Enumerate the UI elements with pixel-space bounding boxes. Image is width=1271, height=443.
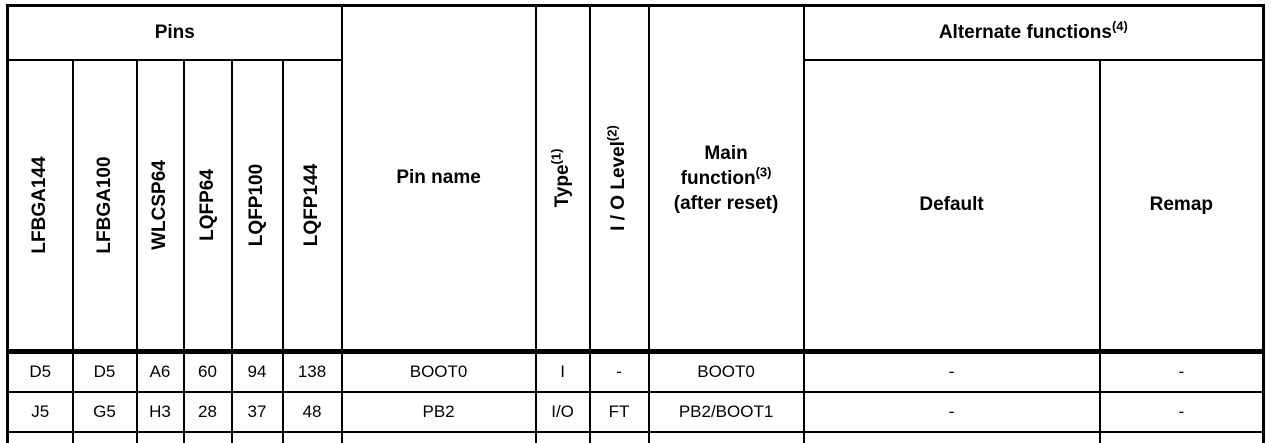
- header-row-columns: LFBGA144 LFBGA100 WLCSP64 LQFP64 LQFP100: [6, 58, 1265, 353]
- column-header-lqfp144: LQFP144: [281, 58, 343, 353]
- lqfp144-label: LQFP144: [301, 163, 323, 247]
- cell-lfbga100: D5: [71, 349, 138, 393]
- io-level-label: I / O Level: [608, 141, 630, 231]
- pin-definition-table-container: Pins Pin name Type(1) I / O Level(2): [6, 4, 1265, 443]
- lqfp100-label: LQFP100: [246, 163, 267, 247]
- cell-wlcsp64: A6: [135, 349, 185, 393]
- cell-io-level: FT: [588, 390, 650, 433]
- cell-lqfp64: 60: [182, 349, 233, 393]
- cell-lqfp144: 138: [281, 349, 343, 393]
- column-header-remap: Remap: [1098, 58, 1265, 353]
- table-body: D5 D5 A6 60 94 138 BOOT0 I - BOOT0 - - J…: [6, 349, 1265, 443]
- alternate-functions-label: Alternate functions: [938, 21, 1112, 43]
- column-header-default: Default: [802, 58, 1101, 353]
- io-level-header-rotated: I / O Level(2): [591, 7, 648, 349]
- cell-pin-name: PB2: [340, 390, 537, 433]
- column-header-lqfp64: LQFP64: [182, 58, 233, 353]
- io-level-column-header: I / O Level(2): [588, 4, 650, 353]
- cell-main-function: PB2/BOOT1: [647, 390, 805, 433]
- cell-lqfp144: 48: [281, 390, 343, 433]
- cell-lqfp100: 37: [230, 390, 284, 433]
- table-row-partial: [6, 430, 1265, 443]
- pins-group-header: Pins: [6, 4, 343, 61]
- alternate-functions-group-header: Alternate functions(4): [802, 4, 1265, 61]
- type-column-header: Type(1): [534, 4, 591, 353]
- cell-pin-name: BOOT0: [340, 349, 537, 393]
- cell-lfbga144: D5: [6, 349, 74, 393]
- table-row-pb2: J5 G5 H3 28 37 48 PB2 I/O FT PB2/BOOT1 -…: [6, 390, 1265, 433]
- cell-remap: -: [1098, 349, 1265, 393]
- header-row-groups: Pins Pin name Type(1) I / O Level(2): [6, 4, 1265, 353]
- pin-name-label: Pin name: [396, 167, 481, 188]
- main-function-line1: Main: [704, 142, 748, 164]
- default-label: Default: [919, 193, 984, 215]
- cell-lqfp100: 94: [230, 349, 284, 393]
- main-function-line3: (after reset): [673, 192, 779, 214]
- lfbga144-label: LFBGA144: [29, 156, 51, 254]
- cell-lfbga100: G5: [71, 390, 138, 433]
- column-header-lfbga144: LFBGA144: [6, 58, 74, 353]
- main-function-footnote-sup: (3): [755, 164, 772, 180]
- column-header-lfbga100: LFBGA100: [71, 58, 138, 353]
- type-label: Type: [551, 164, 573, 208]
- remap-label: Remap: [1149, 193, 1213, 215]
- pins-group-label: Pins: [154, 21, 195, 43]
- table-row-boot0: D5 D5 A6 60 94 138 BOOT0 I - BOOT0 - -: [6, 349, 1265, 393]
- main-function-column-header: Main function(3) (after reset): [647, 4, 805, 353]
- table-header: Pins Pin name Type(1) I / O Level(2): [6, 4, 1265, 353]
- cell-default: -: [802, 349, 1101, 393]
- cell-wlcsp64: H3: [135, 390, 185, 433]
- lqfp64-label: LQFP64: [196, 169, 218, 241]
- pin-name-column-header: Pin name: [340, 4, 537, 353]
- column-header-lqfp100: LQFP100: [230, 58, 284, 353]
- pin-definition-table: Pins Pin name Type(1) I / O Level(2): [6, 4, 1265, 443]
- io-level-footnote-sup: (2): [604, 125, 620, 142]
- cell-io-level: -: [588, 349, 650, 393]
- cell-lqfp64: 28: [182, 390, 233, 433]
- cell-default: -: [802, 390, 1101, 433]
- cell-remap: -: [1098, 390, 1265, 433]
- cell-lfbga144: J5: [6, 390, 74, 433]
- type-header-rotated: Type(1): [537, 7, 589, 349]
- wlcsp64-label: WLCSP64: [149, 160, 170, 250]
- alternate-functions-footnote-sup: (4): [1111, 18, 1128, 34]
- type-footnote-sup: (1): [548, 148, 564, 165]
- cell-main-function: BOOT0: [647, 349, 805, 393]
- lfbga100-label: LFBGA100: [93, 156, 115, 254]
- main-function-line2: function(3): [680, 164, 772, 189]
- cell-type: I/O: [534, 390, 591, 433]
- column-header-wlcsp64: WLCSP64: [135, 58, 185, 353]
- cell-type: I: [534, 349, 591, 393]
